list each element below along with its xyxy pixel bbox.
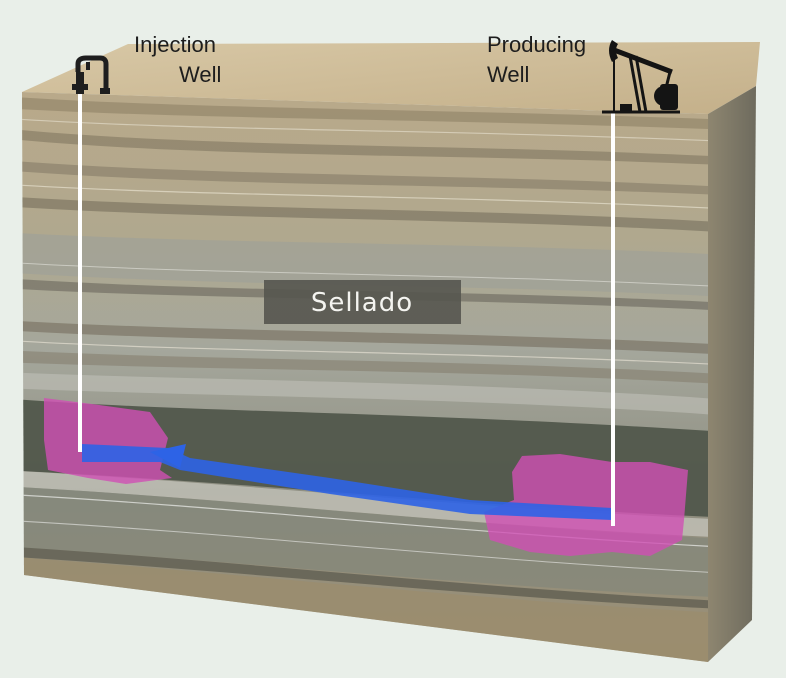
producing-well-label-line1: Producing — [487, 32, 586, 57]
flow-path — [82, 444, 612, 520]
producing-well-label-line2: Well — [487, 62, 529, 87]
wellhead-icon — [72, 55, 110, 94]
injection-fluid-plume — [44, 398, 172, 484]
injection-well-label-line2: Well — [179, 62, 221, 87]
injection-well-label-line1: Injection — [134, 32, 216, 57]
pumpjack-icon — [602, 40, 680, 114]
ground-surface — [22, 42, 760, 114]
production-fluid-plume — [484, 454, 688, 556]
seal-label: Sellado — [311, 288, 413, 318]
seal-label-box — [264, 280, 461, 324]
flow-path-arrow — [150, 444, 186, 468]
block-side-face — [708, 86, 756, 662]
